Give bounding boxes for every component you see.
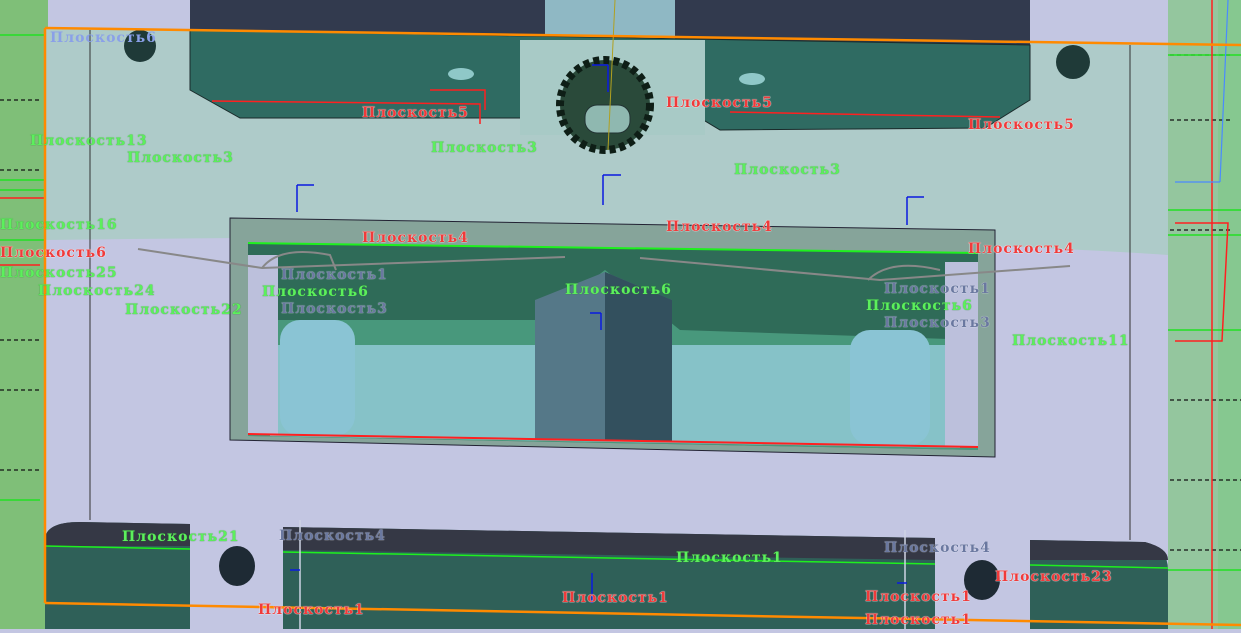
plane-label[interactable]: Плоскость21 [122, 529, 240, 545]
plane-label[interactable]: Плоскость4 [279, 528, 386, 544]
plane-label[interactable]: Плоскость4 [884, 540, 991, 556]
plane-label[interactable]: Плоскость6 [866, 298, 973, 314]
coordinate-triads [290, 64, 924, 603]
plane-label[interactable]: Плоскость1 [281, 267, 388, 283]
plane-label[interactable]: Плоскость3 [884, 315, 991, 331]
bolt-hole [124, 30, 156, 62]
plane-label[interactable]: Плоскость1 [865, 589, 972, 605]
left-part-strip [0, 0, 48, 629]
plane-label[interactable]: Плоскость6 [50, 30, 157, 46]
plane-label[interactable]: Плоскость23 [995, 569, 1113, 585]
bounding-box [43, 26, 1241, 627]
sketch-profile [137, 248, 1071, 282]
plane-label[interactable]: Плоскость1 [676, 550, 783, 566]
hole [448, 68, 474, 80]
plane-label[interactable]: Плоскость5 [968, 117, 1075, 133]
hole [739, 73, 765, 85]
plane-label[interactable]: Плоскость22 [125, 302, 243, 318]
plane-label[interactable]: Плоскость16 [0, 217, 118, 233]
plane-label[interactable]: Плоскость4 [666, 219, 773, 235]
bolt-hole [219, 546, 255, 586]
plane-label[interactable]: Плоскость6 [565, 282, 672, 298]
plane-label[interactable]: Плоскость5 [362, 105, 469, 121]
plane-label[interactable]: Плоскость6 [0, 245, 107, 261]
plane-label[interactable]: Плоскость25 [0, 265, 118, 281]
plane-label[interactable]: Плоскость13 [30, 133, 148, 149]
plane-label[interactable]: Плоскость6 [262, 284, 369, 300]
plane-label[interactable]: Плоскость5 [666, 95, 773, 111]
plane-label[interactable]: Плоскость3 [127, 150, 234, 166]
bottom-block-right [1030, 540, 1168, 629]
bolt-hole [964, 560, 1000, 600]
bolt-hole [1056, 45, 1090, 79]
plane-label[interactable]: Плоскость11 [1012, 333, 1130, 349]
plane-label[interactable]: Плоскость1 [865, 612, 972, 628]
plane-label[interactable]: Плоскость4 [968, 241, 1075, 257]
plane-label[interactable]: Плоскость3 [281, 301, 388, 317]
plane-label[interactable]: Плоскость3 [431, 140, 538, 156]
plane-label[interactable]: Плоскость4 [362, 230, 469, 246]
plane-label[interactable]: Плоскость24 [38, 283, 156, 299]
plane-label[interactable]: Плоскость1 [562, 590, 669, 606]
plane-label[interactable]: Плоскость3 [734, 162, 841, 178]
plane-label[interactable]: Плоскость1 [884, 281, 991, 297]
plane-label[interactable]: Плоскость1 [258, 602, 365, 618]
